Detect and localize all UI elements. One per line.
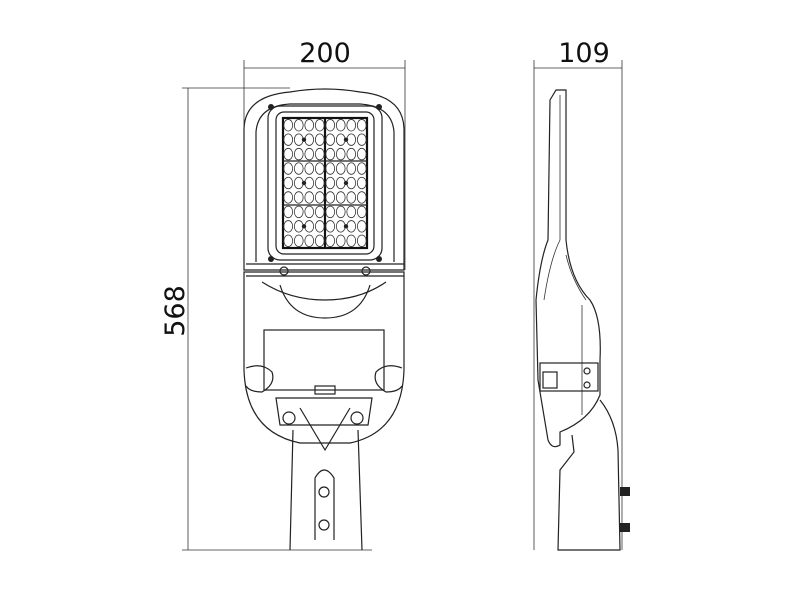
led-icon <box>356 119 367 132</box>
led-icon <box>314 147 325 161</box>
led-icon <box>356 205 367 219</box>
bolt-icon <box>318 486 330 498</box>
connector <box>314 385 336 395</box>
bolt-icon <box>350 411 364 425</box>
led-icon <box>335 119 346 132</box>
bolt-icon <box>318 519 330 531</box>
led-icon <box>283 147 294 161</box>
screw-icon <box>376 104 382 110</box>
led-icon <box>314 133 325 146</box>
led-icon <box>314 234 325 247</box>
led-icon <box>283 234 294 247</box>
hinge-icon <box>279 266 289 276</box>
led-icon <box>304 191 315 204</box>
led-icon <box>283 133 294 146</box>
led-icon <box>283 205 294 219</box>
led-icon <box>304 162 315 175</box>
led-icon <box>335 205 346 219</box>
side-housing <box>535 89 601 448</box>
led-icon <box>293 205 304 219</box>
height-label: 568 <box>160 285 191 337</box>
led-icon <box>325 147 336 161</box>
led-icon <box>325 191 336 204</box>
screw-icon <box>376 256 382 262</box>
sensor-dot-icon <box>301 224 307 229</box>
led-icon <box>304 119 315 132</box>
led-icon <box>293 147 304 161</box>
width-label: 200 <box>299 38 351 69</box>
screw-icon <box>268 104 274 110</box>
led-icon <box>293 191 304 204</box>
screw-icon <box>268 256 274 262</box>
sensor-dot-icon <box>301 180 307 186</box>
led-icon <box>325 234 336 247</box>
led-icon <box>346 205 357 219</box>
led-icon <box>325 220 336 233</box>
led-icon <box>325 119 336 132</box>
led-icon <box>283 119 294 132</box>
front-view <box>243 88 405 551</box>
hinge-icon <box>361 266 371 276</box>
nut-icon <box>620 523 630 532</box>
led-icon <box>346 162 357 175</box>
led-icon <box>325 162 336 175</box>
led-icon <box>356 220 367 233</box>
led-array <box>283 119 367 247</box>
led-icon <box>283 220 294 233</box>
depth-label: 109 <box>558 38 610 69</box>
led-icon <box>283 191 294 204</box>
led-icon <box>356 147 367 161</box>
sensor-dot-icon <box>343 180 349 186</box>
led-icon <box>304 147 315 161</box>
width-dimension: 200 <box>243 38 406 270</box>
height-dimension: 568 <box>160 87 372 551</box>
sensor-dot-icon <box>343 137 349 142</box>
led-icon <box>335 234 346 247</box>
led-icon <box>304 205 315 219</box>
led-icon <box>314 205 325 219</box>
led-icon <box>346 191 357 204</box>
led-icon <box>335 147 346 161</box>
led-icon <box>346 234 357 247</box>
led-frame <box>267 105 383 261</box>
side-pole-mount <box>557 399 621 551</box>
depth-dimension: 109 <box>533 38 623 550</box>
led-icon <box>293 119 304 132</box>
led-icon <box>325 133 336 146</box>
side-bracket <box>539 362 599 392</box>
led-icon <box>335 162 346 175</box>
led-icon <box>293 162 304 175</box>
side-view <box>535 89 630 551</box>
led-icon <box>356 176 367 190</box>
pole-slot <box>314 469 335 540</box>
led-icon <box>283 176 294 190</box>
luminaire-head <box>243 88 405 271</box>
led-icon <box>314 162 325 175</box>
led-icon <box>356 133 367 146</box>
lower-body <box>243 271 405 444</box>
led-icon <box>314 119 325 132</box>
led-icon <box>325 176 336 190</box>
nut-icon <box>620 487 630 496</box>
led-icon <box>356 162 367 175</box>
sensor-dot-icon <box>343 224 349 229</box>
bolt-icon <box>282 411 296 425</box>
led-icon <box>346 147 357 161</box>
led-icon <box>325 205 336 219</box>
led-icon <box>356 234 367 247</box>
led-icon <box>356 191 367 204</box>
led-icon <box>335 191 346 204</box>
led-icon <box>293 234 304 247</box>
sensor-dot-icon <box>301 137 307 142</box>
led-icon <box>314 191 325 204</box>
led-icon <box>283 162 294 175</box>
led-icon <box>314 176 325 190</box>
led-icon <box>314 220 325 233</box>
pole <box>289 429 363 551</box>
led-icon <box>346 119 357 132</box>
led-icon <box>304 234 315 247</box>
